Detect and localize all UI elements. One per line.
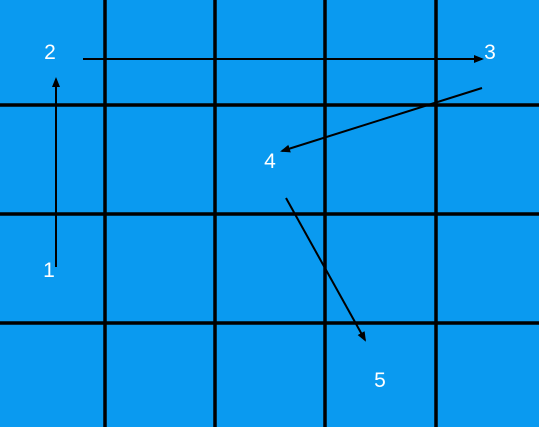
step-label-2: 2 xyxy=(44,41,56,64)
path-arrows xyxy=(52,55,484,342)
horizontal-grid-lines xyxy=(0,103,539,325)
arrow-4-to-5 xyxy=(285,197,366,342)
step-labels: 1 2 3 4 5 xyxy=(43,41,496,392)
arrow-3-to-4 xyxy=(280,87,483,153)
step-label-3: 3 xyxy=(484,41,496,64)
step-label-5: 5 xyxy=(374,369,386,392)
step-label-4: 4 xyxy=(264,150,276,173)
step-label-1: 1 xyxy=(43,259,55,282)
